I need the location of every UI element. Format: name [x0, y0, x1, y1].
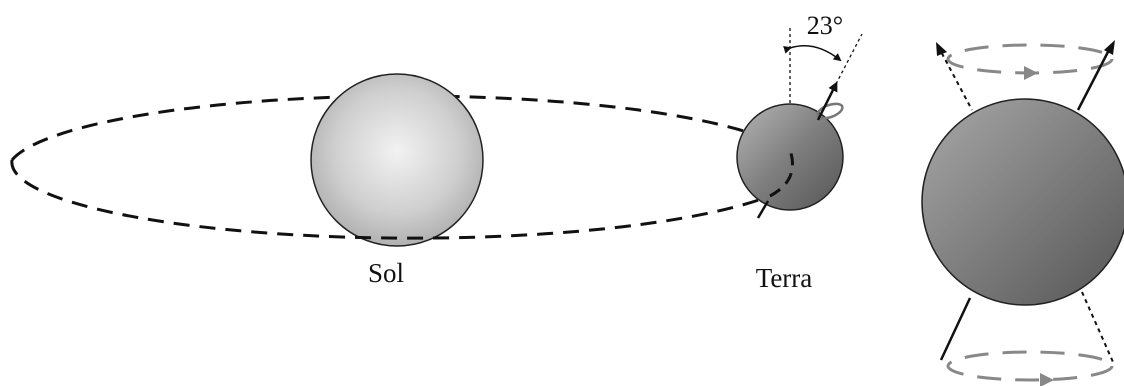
earth-axis-lower	[756, 200, 770, 219]
precession-axis-dotted-top	[937, 45, 973, 111]
earth-axis-arrow	[816, 81, 838, 121]
rotation-ring-icon	[816, 102, 844, 120]
sun-label: Sol	[368, 258, 404, 288]
earth-small	[736, 26, 863, 219]
tilt-angle-label: 23°	[807, 11, 843, 40]
precession-axis-solid-top	[1076, 47, 1112, 111]
sun	[310, 73, 484, 247]
precession-arrow-top-icon	[1024, 66, 1038, 80]
earth-small-sphere	[736, 103, 844, 211]
orbit-over-earth	[769, 149, 794, 198]
precession-axis-dotted-bottom	[1081, 291, 1114, 363]
precession-arrow-bottom-icon	[1040, 373, 1054, 386]
precession-circle-bottom	[946, 350, 1114, 382]
tilt-angle-arc	[783, 45, 842, 62]
earth-large-sphere	[921, 98, 1124, 306]
sun-sphere	[310, 73, 484, 247]
axis-arrow-right-icon	[1104, 40, 1115, 55]
orbit-front-arc	[10, 159, 771, 240]
axis-arrow-left-icon	[936, 42, 947, 56]
precession-circle-top	[946, 43, 1114, 75]
precession-view	[921, 40, 1124, 386]
precession-axis-solid-bottom	[939, 297, 972, 361]
earth-label: Terra	[756, 263, 813, 293]
